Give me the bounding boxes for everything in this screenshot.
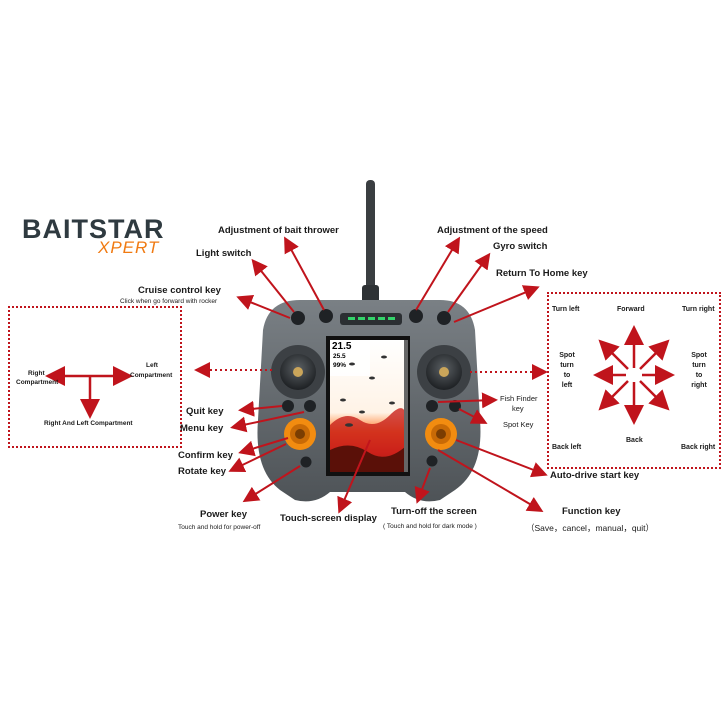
dir-spot-right-3: to xyxy=(695,372,703,379)
fish-finder-button[interactable] xyxy=(426,400,438,412)
dir-spot-right: Spot turn to right xyxy=(688,351,710,391)
right-joystick[interactable] xyxy=(417,345,471,399)
dir-spot-left-2: turn xyxy=(560,362,574,369)
compartment-arrows xyxy=(45,366,133,419)
label-gyro: Gyro switch xyxy=(493,241,548,252)
power-button[interactable] xyxy=(300,456,312,468)
label-bait-thrower: Adjustment of bait thrower xyxy=(218,225,339,236)
compartment-left-line1: Left xyxy=(146,362,158,369)
dir-spot-left-4: left xyxy=(561,382,573,389)
temp-readout: 25.5 xyxy=(333,353,346,360)
compartment-right-line1: Right xyxy=(28,370,45,377)
fish-icons xyxy=(340,355,395,427)
label-touch-display: Touch-screen display xyxy=(280,513,377,524)
antenna xyxy=(362,180,379,310)
direction-panel xyxy=(547,292,721,469)
callout-arrows xyxy=(228,236,548,514)
note-turn-off: ( Touch and hold for dark mode ) xyxy=(383,523,477,530)
dir-turn-left: Turn left xyxy=(552,306,580,313)
label-power: Power key xyxy=(200,509,247,520)
label-turn-off: Turn-off the screen xyxy=(391,506,477,517)
depth-readout: 21.5 xyxy=(332,341,352,352)
bait-thrower-knob[interactable] xyxy=(319,309,333,323)
label-fish-finder-1: Fish Finder xyxy=(500,394,538,403)
dir-back: Back xyxy=(626,437,643,444)
note-cruise-control: Click when go forward with rocker xyxy=(120,298,218,305)
dir-forward: Forward xyxy=(617,306,645,313)
speed-knob[interactable] xyxy=(409,309,423,323)
function-dial[interactable] xyxy=(425,418,457,450)
brand-sub: XPERT xyxy=(98,238,160,257)
battery-readout: 99% xyxy=(333,362,347,369)
dir-spot-left-3: to xyxy=(563,372,571,379)
dir-back-left: Back left xyxy=(552,444,582,451)
dir-turn-right: Turn right xyxy=(682,306,715,313)
gyro-switch-button[interactable] xyxy=(437,311,451,325)
screen-off-button[interactable] xyxy=(426,455,438,467)
dir-spot-left: Spot turn to left xyxy=(556,351,578,391)
direction-arrows xyxy=(593,325,675,425)
menu-button[interactable] xyxy=(304,400,316,412)
label-fish-finder-2: key xyxy=(512,404,524,413)
dir-spot-left-1: Spot xyxy=(559,352,575,359)
compartment-left-line2: Compartment xyxy=(130,372,173,379)
note-function: （Save，cancel，manual，quit） xyxy=(526,523,655,533)
label-function: Function key xyxy=(562,506,621,517)
compartment-right-line2: Compartment xyxy=(16,379,59,386)
label-cruise-control: Cruise control key xyxy=(138,285,221,296)
spot-button[interactable] xyxy=(449,400,461,412)
dir-spot-right-4: right xyxy=(691,382,707,389)
light-switch-button[interactable] xyxy=(291,311,305,325)
note-power: Touch and hold for power-off xyxy=(178,524,261,531)
dir-spot-right-1: Spot xyxy=(691,352,707,359)
touch-screen-display[interactable] xyxy=(326,336,410,476)
left-joystick[interactable] xyxy=(271,345,325,399)
quit-button[interactable] xyxy=(282,400,294,412)
confirm-rotate-dial[interactable] xyxy=(284,418,316,450)
dir-spot-right-2: turn xyxy=(692,362,706,369)
label-menu: Menu key xyxy=(180,423,224,434)
brand-name: BAITSTAR xyxy=(22,214,165,244)
dir-back-right: Back right xyxy=(681,444,716,451)
label-speed: Adjustment of the speed xyxy=(437,225,548,236)
label-light-switch: Light switch xyxy=(196,248,252,259)
compartment-both: Right And Left Compartment xyxy=(44,420,133,427)
label-rotate: Rotate key xyxy=(178,466,227,477)
label-return-home: Return To Home key xyxy=(496,268,588,279)
label-confirm: Confirm key xyxy=(178,450,233,461)
label-auto-drive: Auto-drive start key xyxy=(550,470,640,481)
label-quit: Quit key xyxy=(186,406,224,417)
compartment-panel xyxy=(8,306,182,448)
label-spot: Spot Key xyxy=(503,420,534,429)
